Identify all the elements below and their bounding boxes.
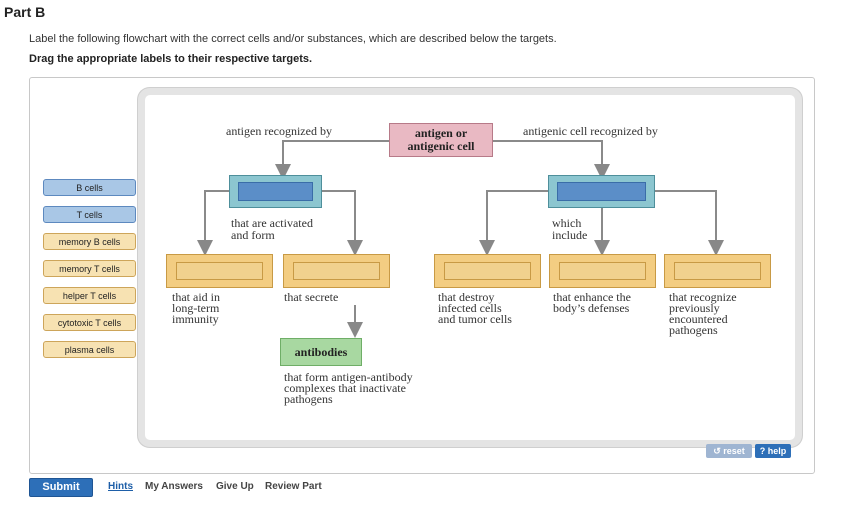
right-arrow-label: antigenic cell recognized by	[523, 124, 658, 138]
left-branch-label: that are activated and form	[231, 216, 313, 242]
target-lymphocyte-left[interactable]	[229, 175, 322, 208]
label-memory-b-cells[interactable]: memory B cells	[43, 233, 136, 250]
label-cytotoxic-t-cells[interactable]: cytotoxic T cells	[43, 314, 136, 331]
target-cell-4[interactable]	[549, 254, 656, 288]
left-arrow-label: antigen recognized by	[226, 124, 332, 138]
target-cell-3[interactable]	[434, 254, 541, 288]
desc-3: that destroy infected cells and tumor ce…	[438, 290, 512, 326]
part-title: Part B	[4, 4, 46, 20]
antibodies-desc: that form antigen-antibody complexes tha…	[284, 370, 413, 406]
desc-5: that recognize previously encountered pa…	[669, 290, 737, 337]
help-button[interactable]: ? help	[755, 444, 791, 458]
target-lymphocyte-right[interactable]	[548, 175, 655, 208]
reset-label: reset	[723, 446, 745, 456]
label-memory-t-cells[interactable]: memory T cells	[43, 260, 136, 277]
desc-4: that enhance the body’s defenses	[553, 290, 631, 315]
give-up-link[interactable]: Give Up	[216, 481, 254, 492]
reset-icon: ↺	[713, 446, 724, 456]
reset-button[interactable]: ↺ reset	[706, 444, 752, 458]
hints-link[interactable]: Hints	[108, 481, 133, 492]
antibodies-box: antibodies	[280, 338, 362, 366]
target-cell-5[interactable]	[664, 254, 771, 288]
target-cell-1[interactable]	[166, 254, 273, 288]
label-t-cells[interactable]: T cells	[43, 206, 136, 223]
label-b-cells[interactable]: B cells	[43, 179, 136, 196]
instruction-bold: Drag the appropriate labels to their res…	[29, 53, 313, 65]
review-part-link[interactable]: Review Part	[265, 481, 322, 492]
label-plasma-cells[interactable]: plasma cells	[43, 341, 136, 358]
desc-2: that secrete	[284, 290, 339, 304]
right-branch-label: which include	[552, 216, 588, 242]
submit-button[interactable]: Submit	[29, 478, 93, 497]
target-cell-2[interactable]	[283, 254, 390, 288]
instruction-text: Label the following flowchart with the c…	[29, 33, 557, 45]
antigen-box: antigen or antigenic cell	[389, 123, 493, 157]
my-answers-link[interactable]: My Answers	[145, 481, 203, 492]
help-icon: ?	[759, 446, 768, 456]
desc-1: that aid in long-term immunity	[172, 290, 220, 326]
help-label: help	[767, 446, 787, 456]
label-helper-t-cells[interactable]: helper T cells	[43, 287, 136, 304]
